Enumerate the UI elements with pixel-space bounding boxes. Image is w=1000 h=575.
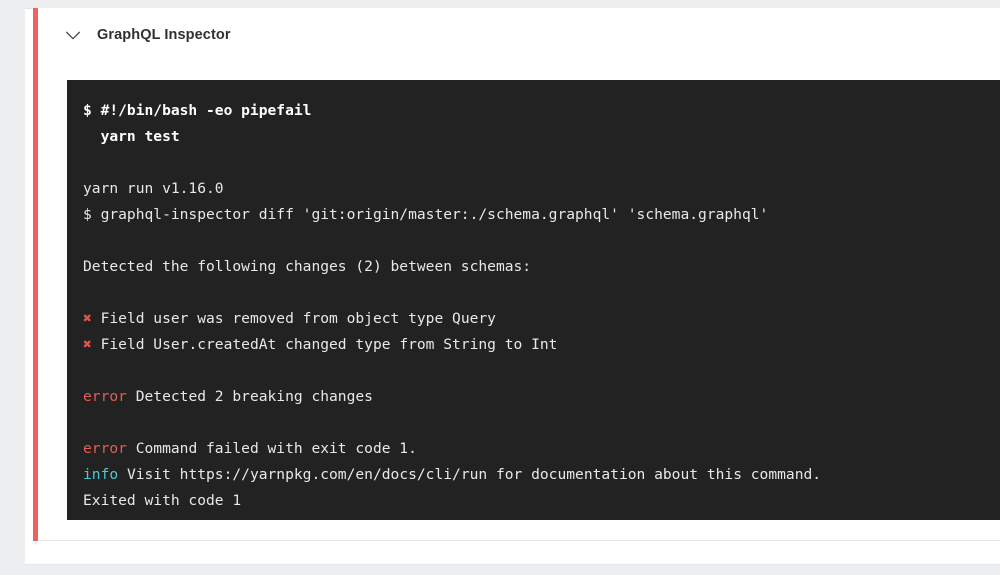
terminal-line: error Detected 2 breaking changes (83, 384, 980, 410)
log-level-tag: error (83, 388, 127, 405)
terminal-line-text: Field user was removed from object type … (91, 310, 496, 327)
error-cross-icon: ✖ (83, 336, 92, 353)
build-step-title: GraphQL Inspector (97, 26, 231, 43)
log-level-tag: info (83, 466, 119, 483)
terminal-line: ✖ Field user was removed from object typ… (83, 306, 980, 332)
terminal-line: $ graphql-inspector diff 'git:origin/mas… (83, 206, 769, 223)
terminal-line: Detected the following changes (2) betwe… (83, 258, 532, 275)
terminal-line: Exited with code 1 (83, 492, 242, 509)
terminal-line: info Visit https://yarnpkg.com/en/docs/c… (83, 462, 980, 488)
terminal-line: $ #!/bin/bash -eo pipefail (83, 102, 312, 119)
terminal-line-text: Field User.createdAt changed type from S… (91, 336, 558, 353)
terminal-output[interactable]: $ #!/bin/bash -eo pipefail yarn test yar… (67, 80, 1000, 520)
terminal-line: yarn run v1.16.0 (83, 180, 224, 197)
log-level-tag: error (83, 440, 127, 457)
terminal-line: ✖ Field User.createdAt changed type from… (83, 332, 980, 358)
chevron-down-icon[interactable] (62, 24, 84, 46)
terminal-line-text: Detected 2 breaking changes (126, 388, 373, 405)
build-step-header[interactable]: GraphQL Inspector (38, 8, 1000, 61)
card-divider (38, 540, 1000, 541)
terminal-line-text: Visit https://yarnpkg.com/en/docs/cli/ru… (118, 466, 822, 483)
terminal-body: $ #!/bin/bash -eo pipefail yarn test yar… (83, 98, 980, 514)
terminal-line (83, 228, 980, 254)
terminal-line (83, 358, 980, 384)
terminal-line-text: Command failed with exit code 1. (126, 440, 417, 457)
terminal-line (83, 410, 980, 436)
terminal-line: yarn test (83, 128, 180, 145)
terminal-line (83, 150, 980, 176)
error-cross-icon: ✖ (83, 310, 92, 327)
terminal-line: error Command failed with exit code 1. (83, 436, 980, 462)
step-status-bar (33, 8, 38, 541)
terminal-line (83, 280, 980, 306)
